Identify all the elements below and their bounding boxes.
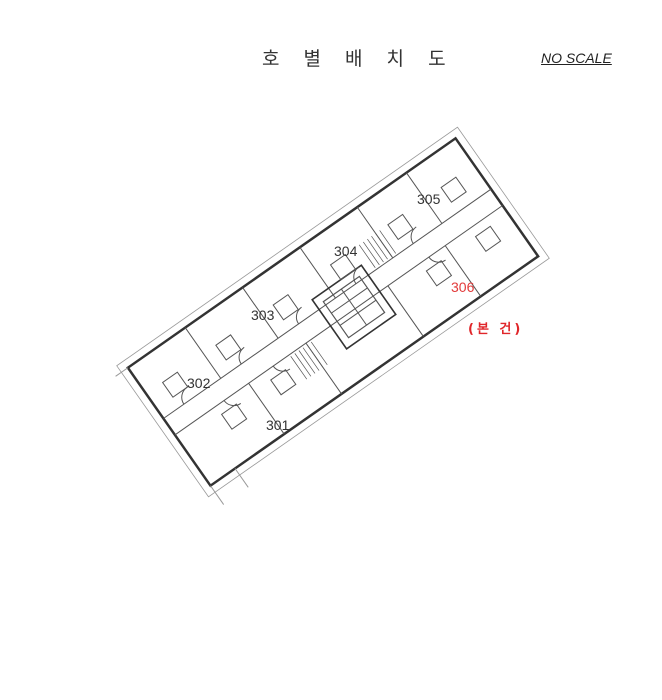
building-outline (126, 136, 540, 488)
unit-label-302: 302 (187, 375, 211, 391)
scale-note: NO SCALE (541, 50, 612, 66)
stairs-left (290, 341, 328, 380)
unit-label-301: 301 (266, 417, 290, 433)
unit-label-305: 305 (417, 191, 441, 207)
subject-property-label: (본 건) (468, 322, 524, 337)
unit-label-304: 304 (334, 243, 358, 259)
unit-label-306: 306 (451, 279, 475, 295)
stairs-right (358, 230, 397, 268)
unit-label-303: 303 (251, 307, 275, 323)
elevator-core (311, 264, 397, 350)
page-title: 호 별 배 치 도 (262, 48, 455, 70)
